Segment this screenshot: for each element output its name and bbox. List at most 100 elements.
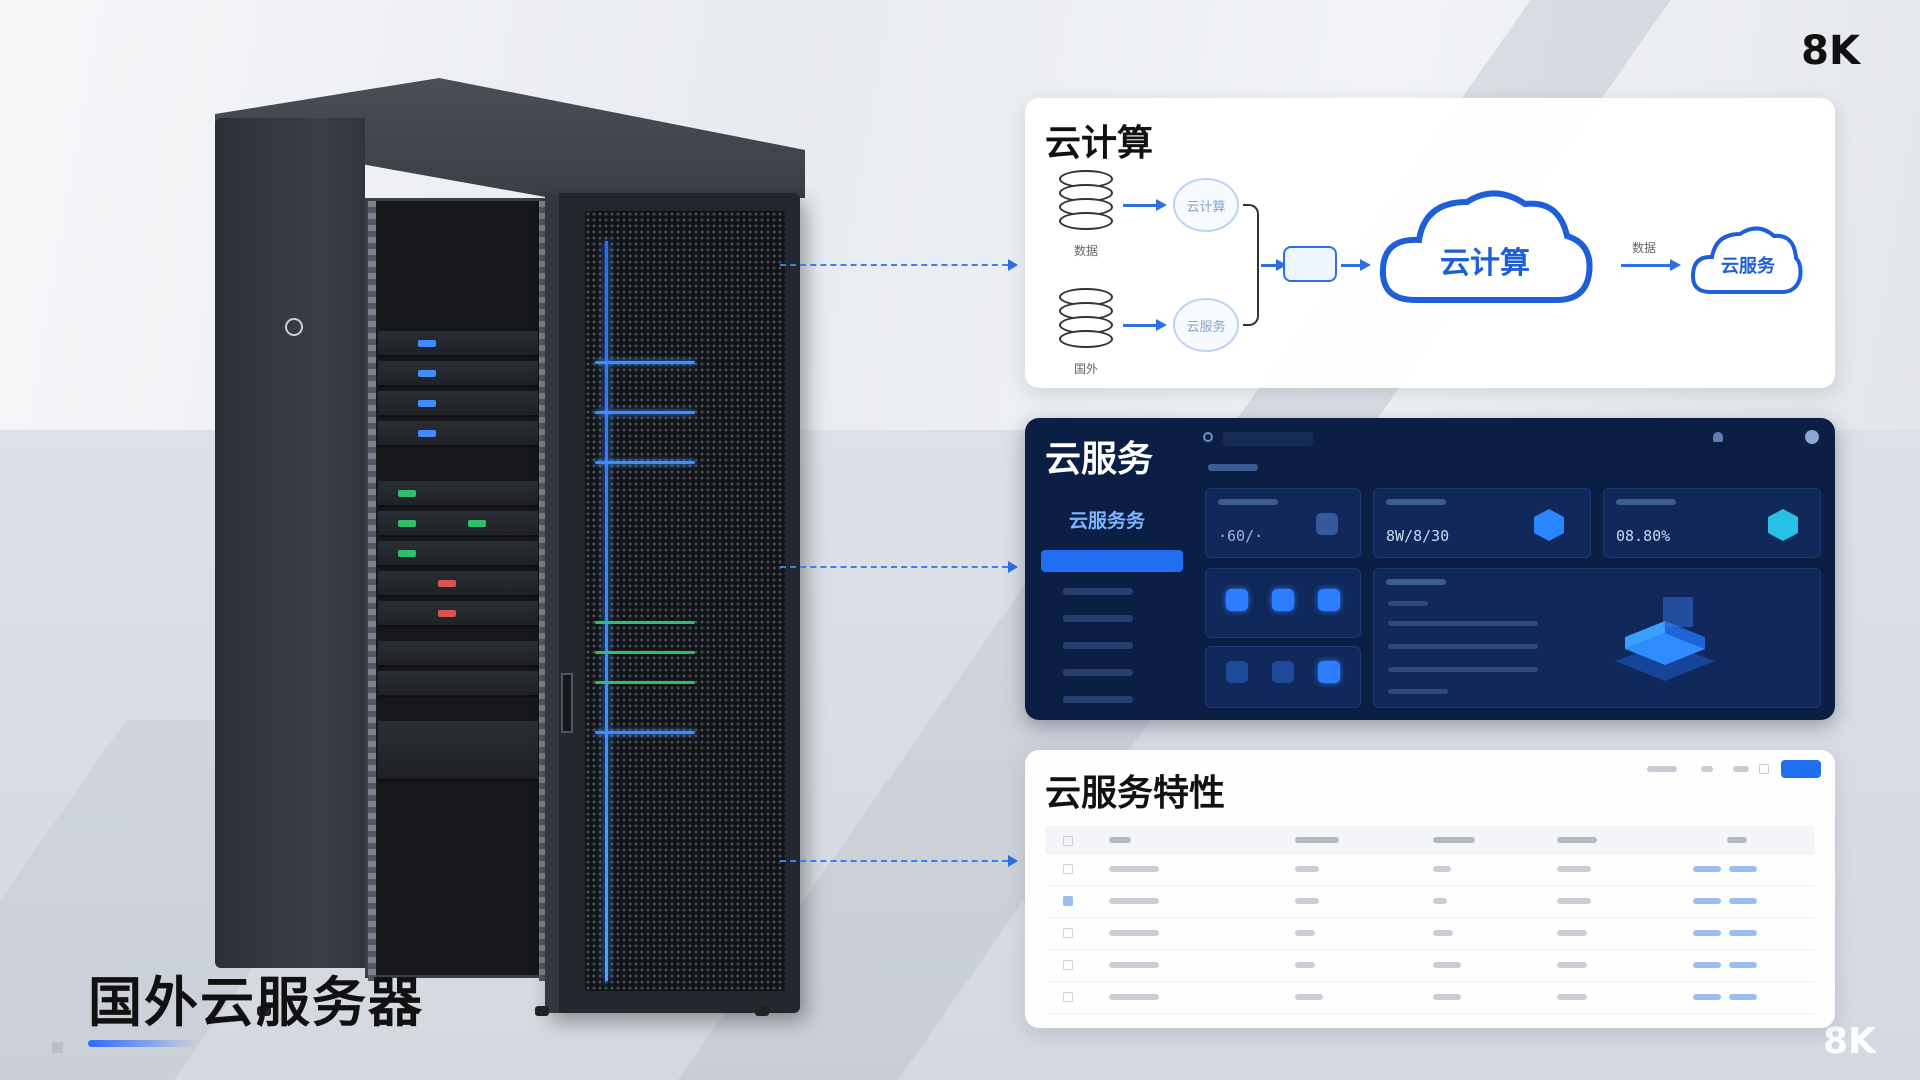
table-row[interactable] <box>1045 854 1815 886</box>
sidebar-item[interactable] <box>1063 588 1133 595</box>
main-title: 国外云服务器 <box>88 971 424 1034</box>
stat-card[interactable]: ·60/· <box>1205 488 1361 558</box>
database-icon <box>1059 288 1113 350</box>
data-label: 数据 <box>1632 241 1657 255</box>
table-row[interactable] <box>1045 886 1815 918</box>
app-icon[interactable] <box>1226 589 1248 611</box>
sidebar-item[interactable] <box>1063 615 1133 622</box>
server-unit <box>378 571 538 597</box>
row-action-link[interactable] <box>1693 930 1721 936</box>
rack-foot <box>257 1006 271 1016</box>
cloud-computing-node: 云计算 <box>1173 178 1239 232</box>
cloud-computing-panel: 云计算 数据 国外 云计算 云服务 云计算 数据 云服务 <box>1025 98 1835 388</box>
dashboard-topbar <box>1203 428 1823 450</box>
resolution-badge-bottom: 8K <box>1823 1021 1876 1062</box>
cloud-computing-title: 云计算 <box>1045 123 1154 164</box>
door-handle <box>561 673 573 733</box>
notification-icon[interactable] <box>1713 432 1723 442</box>
connector-arrow <box>780 855 1018 867</box>
server-rack-illustration <box>215 78 805 1028</box>
row-action-link[interactable] <box>1693 962 1721 968</box>
section-heading <box>1208 464 1258 471</box>
server-unit <box>378 641 538 667</box>
search-icon[interactable] <box>1203 432 1213 442</box>
table-row[interactable] <box>1045 950 1815 982</box>
server-unit <box>378 541 538 567</box>
row-action-link[interactable] <box>1693 898 1721 904</box>
process-box <box>1283 246 1337 282</box>
cloud-service-node: 云服务 <box>1173 298 1239 352</box>
row-action-link[interactable] <box>1729 930 1757 936</box>
server-unit <box>378 361 538 387</box>
app-icon[interactable] <box>1318 589 1340 611</box>
server-unit <box>378 601 538 627</box>
toolbar-filter[interactable] <box>1733 766 1749 772</box>
stat-card[interactable]: 8W/8/30 <box>1373 488 1591 558</box>
row-checkbox[interactable] <box>1063 992 1073 1002</box>
search-input[interactable] <box>1223 432 1313 446</box>
row-checkbox[interactable] <box>1063 960 1073 970</box>
resolution-badge-top: 8K <box>1801 28 1860 74</box>
row-action-link[interactable] <box>1729 898 1757 904</box>
server-unit <box>378 391 538 417</box>
toolbar-filter[interactable] <box>1701 766 1713 772</box>
sidebar-item[interactable] <box>1063 696 1133 703</box>
server-unit <box>378 331 538 357</box>
flow-arrow <box>1621 259 1681 271</box>
row-checkbox[interactable] <box>1063 928 1073 938</box>
cloud-service-title: 云服务 <box>1045 439 1154 480</box>
rack-rail <box>368 201 376 981</box>
app-icon[interactable] <box>1272 661 1294 683</box>
table-row[interactable] <box>1045 982 1815 1014</box>
rack-foot <box>755 1006 769 1016</box>
cloud-service-cloud-label: 云服务 <box>1721 256 1775 277</box>
sidebar-item[interactable] <box>1063 642 1133 649</box>
cloud-computing-cloud-label: 云计算 <box>1440 246 1530 281</box>
mesh-light <box>595 461 695 464</box>
sidebar-item[interactable] <box>1063 669 1133 676</box>
select-all-checkbox[interactable] <box>1063 836 1073 846</box>
flow-arrow <box>1123 319 1167 331</box>
isometric-server-illustration <box>1615 597 1715 681</box>
connector-arrow <box>780 561 1018 573</box>
app-icon[interactable] <box>1318 661 1340 683</box>
rack-foot <box>535 1006 549 1016</box>
quick-actions-card <box>1205 568 1361 638</box>
rack-side-panel <box>215 118 365 968</box>
row-action-link[interactable] <box>1729 994 1757 1000</box>
server-icon <box>1316 513 1338 535</box>
table-header-row <box>1045 826 1815 854</box>
mesh-light <box>595 731 695 734</box>
rack-logo-icon <box>285 318 303 336</box>
features-table <box>1045 826 1815 1014</box>
stat-card[interactable]: 08.80% <box>1603 488 1821 558</box>
database-label: 国外 <box>1073 362 1098 376</box>
app-icon[interactable] <box>1226 661 1248 683</box>
server-unit <box>378 481 538 507</box>
cloud-computing-cloud <box>1379 190 1593 303</box>
title-decoration-dot <box>52 1042 63 1053</box>
row-action-link[interactable] <box>1693 866 1721 872</box>
server-unit <box>378 511 538 537</box>
cloud-service-cloud <box>1690 226 1803 294</box>
shield-icon <box>1534 509 1564 541</box>
cloud-features-title: 云服务特性 <box>1045 773 1226 814</box>
row-action-link[interactable] <box>1693 994 1721 1000</box>
toolbar-filter[interactable] <box>1647 766 1677 772</box>
row-checkbox[interactable] <box>1063 896 1073 906</box>
row-action-link[interactable] <box>1729 866 1757 872</box>
row-action-link[interactable] <box>1729 962 1757 968</box>
mesh-light <box>595 361 695 364</box>
sidebar-item-active[interactable] <box>1041 550 1183 572</box>
primary-action-button[interactable] <box>1781 760 1821 778</box>
row-checkbox[interactable] <box>1063 864 1073 874</box>
quick-actions-card <box>1205 646 1361 708</box>
avatar[interactable] <box>1805 430 1819 444</box>
toolbar-checkbox[interactable] <box>1759 764 1769 774</box>
cloud-features-panel: 云服务特性 <box>1025 750 1835 1028</box>
server-unit <box>378 671 538 697</box>
rack-interior <box>365 198 550 981</box>
rack-front-door <box>545 193 800 1013</box>
table-row[interactable] <box>1045 918 1815 950</box>
app-icon[interactable] <box>1272 589 1294 611</box>
